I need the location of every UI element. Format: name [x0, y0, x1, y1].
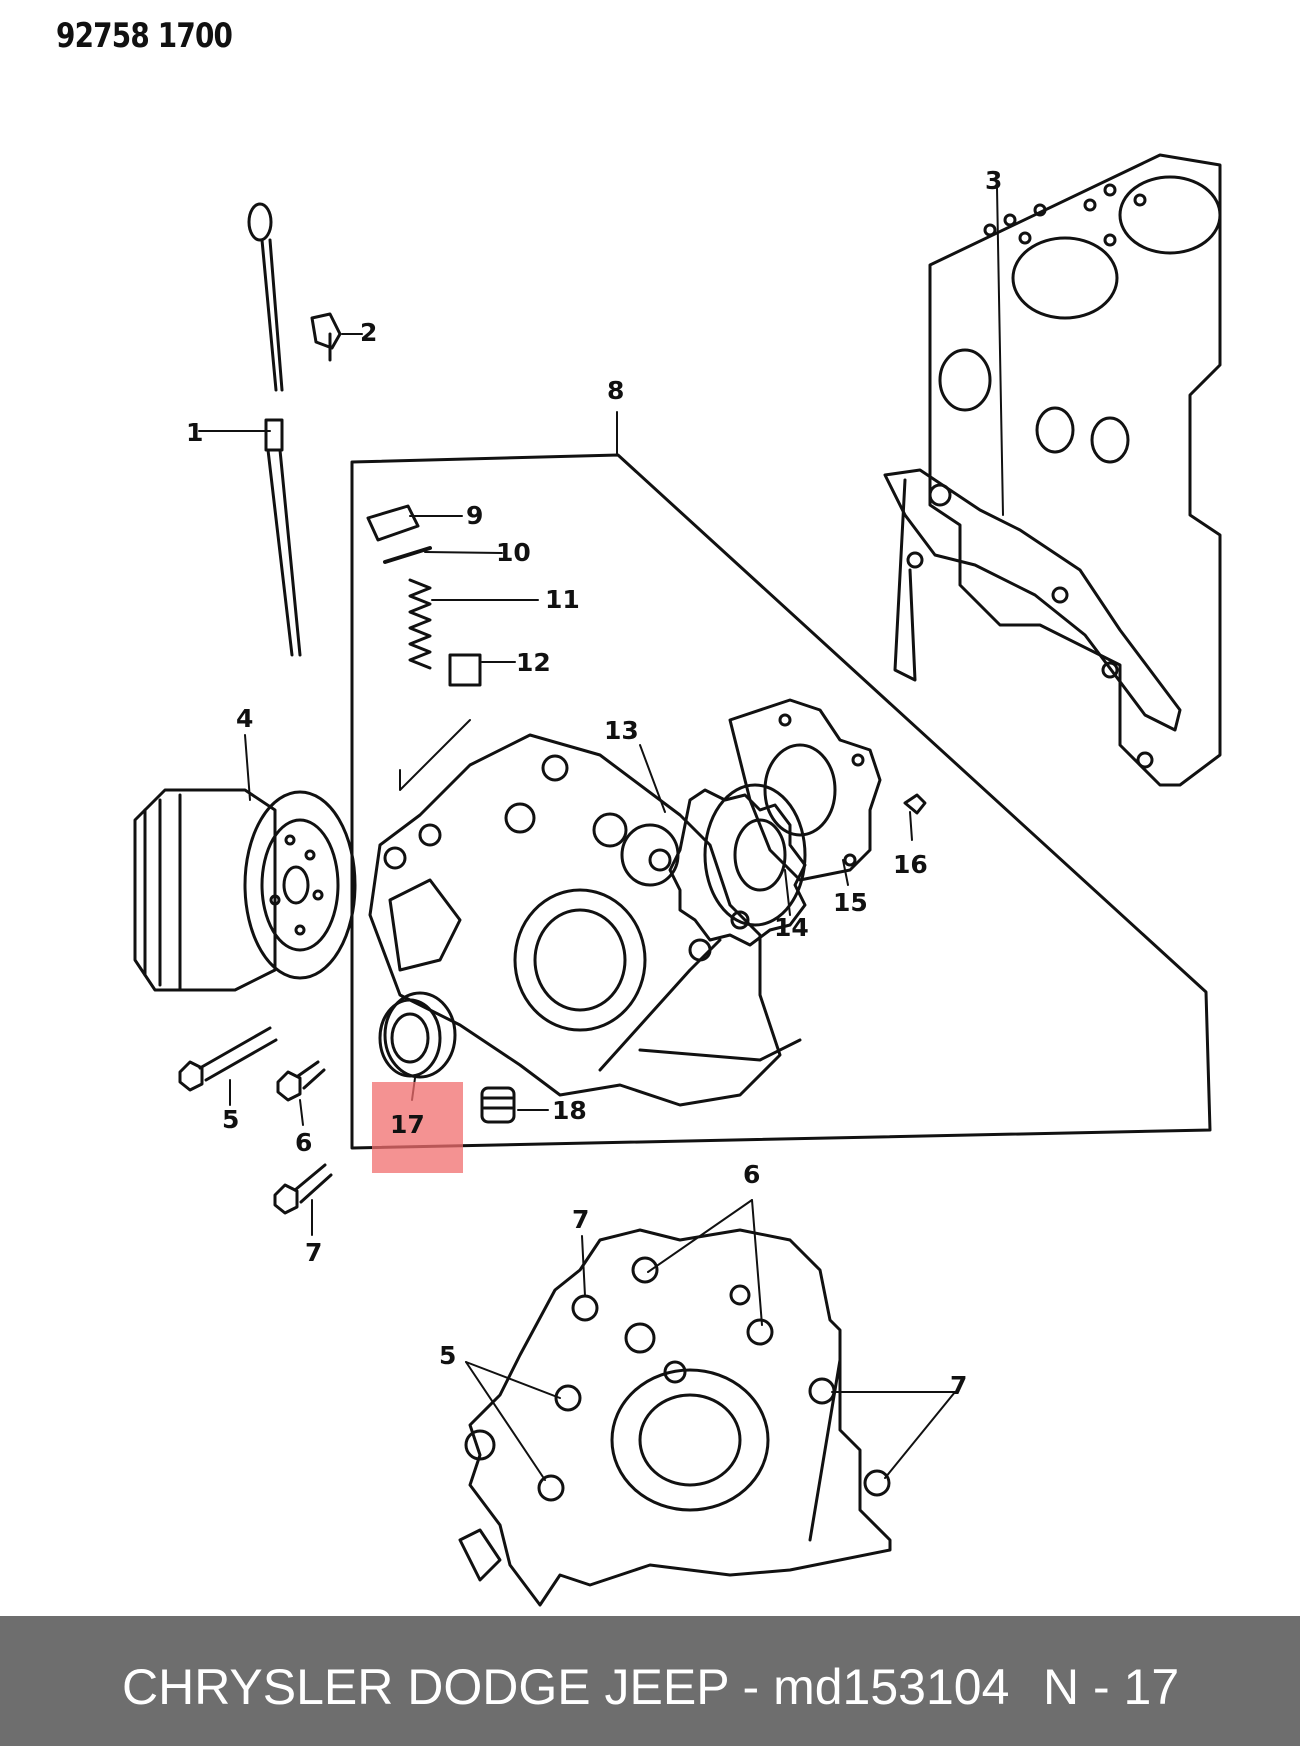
dipstick — [198, 202, 302, 657]
pump-detail-view — [458, 1199, 956, 1607]
callout-8: 8 — [607, 376, 625, 405]
callout-18: 18 — [552, 1096, 587, 1125]
callout-10: 10 — [496, 538, 531, 567]
callout-2: 2 — [360, 318, 378, 347]
oil-filter — [133, 734, 357, 992]
callout-16: 16 — [893, 850, 928, 879]
callout-4: 4 — [236, 704, 254, 733]
pump-cover — [728, 698, 882, 886]
bolts — [178, 1026, 333, 1236]
callout-15: 15 — [833, 888, 868, 917]
callout-17: 17 — [390, 1110, 425, 1139]
footer-page-label: N - 17 — [1043, 1659, 1180, 1715]
plug-part — [480, 1086, 549, 1124]
highlight-box — [372, 1082, 463, 1173]
callout-5: 5 — [222, 1105, 240, 1134]
detail-callout-6: 6 — [743, 1160, 761, 1189]
callout-13: 13 — [604, 716, 639, 745]
group-frame — [350, 411, 1212, 1150]
callout-14: 14 — [774, 913, 809, 942]
detail-callout-7-right: 7 — [950, 1371, 968, 1400]
parts-diagram: 92758 1700 1 2 3 4 5 6 7 8 9 10 11 12 13… — [56, 16, 1222, 1607]
engine-block — [883, 153, 1222, 787]
part-code: 92758 1700 — [56, 16, 233, 56]
footer-title: CHRYSLER DODGE JEEP - md153104 — [122, 1659, 1010, 1715]
footer-bar: CHRYSLER DODGE JEEP - md153104 N - 17 — [0, 1616, 1300, 1746]
callout-7: 7 — [305, 1238, 323, 1267]
small-bolt-part — [903, 793, 927, 841]
relief-valve-parts — [366, 504, 539, 791]
callout-1: 1 — [186, 418, 204, 447]
callout-12: 12 — [516, 648, 551, 677]
diagram-drawing — [133, 153, 1222, 1607]
detail-callout-5: 5 — [439, 1341, 457, 1370]
callout-3: 3 — [985, 166, 1003, 195]
detail-callout-7-top: 7 — [572, 1205, 590, 1234]
callout-6: 6 — [295, 1128, 313, 1157]
callout-9: 9 — [466, 501, 484, 530]
oil-pump-housing — [368, 733, 802, 1107]
clip-part — [310, 312, 363, 362]
callout-11: 11 — [545, 585, 580, 614]
